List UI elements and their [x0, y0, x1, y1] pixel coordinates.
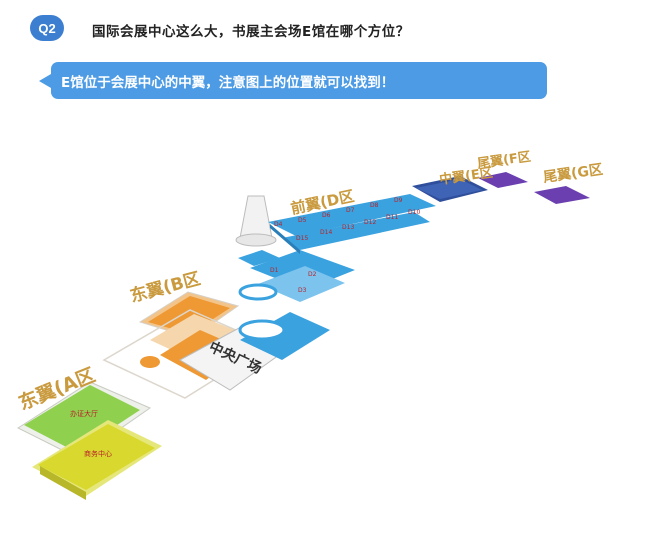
central-blue-blocks: [238, 250, 355, 360]
zone-f-label: 尾翼(F区: [476, 150, 531, 172]
zone-a-yellow-block: [38, 424, 155, 490]
hall-d12-label: D12: [364, 219, 376, 226]
office-hall-label: 办证大厅: [70, 409, 98, 418]
sail-tower: [235, 195, 277, 247]
answer-text: E馆位于会展中心的中翼，注意图上的位置就可以找到！: [61, 74, 395, 91]
hall-d10-label: D10: [408, 209, 420, 216]
hall-d7-label: D7: [346, 207, 355, 214]
hall-d14-label: D14: [320, 229, 332, 236]
question-text: 国际会展中心这么大，书展主会场E馆在哪个方位？: [92, 24, 410, 40]
question-badge: Q2: [30, 15, 64, 41]
venue-map: 东翼(A区 东翼(B区 前翼(D区 中翼(E区 尾翼(F区 尾翼(G区 中央广场…: [15, 150, 604, 500]
hall-d1-label: D1: [270, 267, 279, 274]
zone-e-label: 中翼(E区: [438, 165, 494, 188]
zone-a-blocks: [16, 381, 162, 500]
zone-b-upper-block: [148, 296, 230, 334]
zone-f-block: [478, 172, 528, 188]
hall-d6-label: D6: [322, 212, 331, 219]
hall-d5-label: D5: [298, 217, 307, 224]
hall-d13-label: D13: [342, 224, 354, 231]
business-center-label: 商务中心: [84, 449, 112, 458]
hall-d8-label: D8: [370, 202, 379, 209]
hall-d9-label: D9: [394, 197, 403, 204]
zone-g-label: 尾翼(G区: [542, 162, 604, 186]
zone-a-green-block: [24, 385, 140, 452]
hall-d11-label: D11: [386, 214, 398, 221]
answer-bubble: E馆位于会展中心的中翼，注意图上的位置就可以找到！: [39, 62, 547, 99]
hall-d4-label: D4: [274, 221, 283, 228]
hall-d2-label: D2: [308, 271, 317, 278]
zone-g-block: [534, 186, 590, 204]
zone-d-blocks: [268, 194, 436, 254]
hall-d3-label: D3: [298, 287, 307, 294]
hall-d15-label: D15: [296, 235, 308, 242]
